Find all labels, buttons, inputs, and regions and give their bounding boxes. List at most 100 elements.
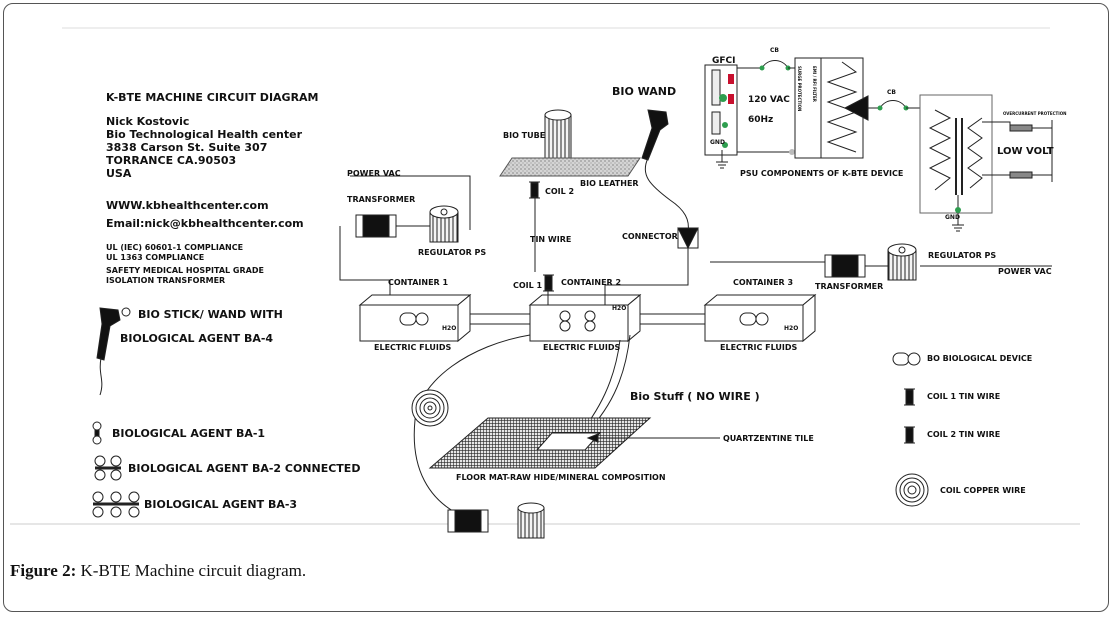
transformer-left-symbol (355, 214, 397, 238)
ba3-icon (92, 491, 140, 518)
label-h2o-3: H2O (784, 325, 799, 332)
coil2-tin-icon (904, 426, 915, 444)
website-text: WWW.kbhealthcenter.com (106, 199, 269, 212)
coil1-tin-icon (904, 388, 915, 406)
figure-caption: Figure 2: K-BTE Machine circuit diagram. (10, 561, 306, 581)
address-line-2: TORRANCE CA.90503 (106, 154, 237, 167)
regulator-right-symbol (887, 243, 917, 281)
label-cb-1: CB (770, 47, 779, 54)
legend-bio-stick-line2: BIOLOGICAL AGENT BA-4 (120, 332, 274, 345)
label-120vac: 120 VAC (748, 95, 790, 105)
cb-1-symbol (761, 60, 789, 69)
legend-bo-device: BO BIOLOGICAL DEVICE (927, 354, 1033, 363)
organization-name: Bio Technological Health center (106, 128, 303, 141)
label-tin-wire: TIN WIRE (530, 235, 572, 244)
label-electric-fluids-2: ELECTRIC FLUIDS (543, 343, 621, 352)
coil-copper-icon (895, 473, 929, 507)
regulator-left-symbol (429, 205, 459, 243)
bio-stick-wand-icon (96, 307, 121, 361)
bo-device-icon (892, 352, 921, 366)
container-1 (358, 293, 472, 343)
bio-leather-patch (499, 157, 641, 177)
figure-frame (3, 3, 1109, 612)
label-power-vac-left: POWER VAC (347, 169, 401, 178)
label-gnd-gfci: GND (710, 139, 725, 146)
label-emi-filter: EMI / RFI FILTER (812, 66, 817, 102)
transformer-right-symbol (824, 254, 866, 278)
bio-wand-symbol (641, 109, 669, 161)
label-electric-fluids-3: ELECTRIC FLUIDS (720, 343, 798, 352)
label-electric-fluids-1: ELECTRIC FLUIDS (374, 343, 452, 352)
label-floor-mat: FLOOR MAT-RAW HIDE/MINERAL COMPOSITION (456, 473, 666, 482)
container-2 (528, 293, 642, 343)
label-bio-leather: BIO LEATHER (580, 179, 639, 188)
label-bio-wand: BIO WAND (612, 85, 677, 98)
label-gnd-transformer: GND (945, 214, 960, 221)
wire-power-vac-left (350, 175, 471, 230)
ba1-icon (92, 421, 102, 445)
compliance-1: UL (IEC) 60601-1 COMPLIANCE (106, 243, 244, 252)
diagram-title: K-BTE MACHINE CIRCUIT DIAGRAM (106, 91, 319, 104)
legend-ba2: BIOLOGICAL AGENT BA-2 CONNECTED (128, 462, 361, 475)
transformer-bottom (447, 509, 489, 533)
label-regulator-right: REGULATOR PS (928, 251, 997, 260)
transformer-ground (952, 213, 964, 232)
address-country: USA (106, 167, 132, 180)
quartzentine-tile (535, 432, 602, 451)
legend-bio-stick-line1: BIO STICK/ WAND WITH (138, 308, 283, 321)
psu-surge-box (794, 57, 822, 159)
label-connector: CONNECTOR (622, 232, 678, 241)
gfci-ground (716, 150, 728, 169)
wire-connector (604, 248, 689, 305)
transformer-note-2: ISOLATION TRANSFORMER (106, 276, 226, 285)
label-low-volt: LOW VOLT (997, 146, 1054, 157)
wire-transformer-left (339, 226, 391, 298)
email-text: Email:nick@kbhealthcenter.com (106, 217, 304, 230)
label-surge-protection: SURGE PROTECTION (797, 66, 802, 112)
pipe-1-2 (469, 313, 531, 325)
transformer-primary (928, 109, 952, 191)
label-quartzentine-tile: QUARTZENTINE TILE (723, 434, 814, 443)
transformer-note-1: SAFETY MEDICAL HOSPITAL GRADE (106, 266, 264, 275)
label-cb-2: CB (887, 89, 896, 96)
legend-ba1: BIOLOGICAL AGENT BA-1 (112, 427, 266, 440)
overcurrent-fuse-1 (1009, 124, 1033, 132)
label-bio-tube: BIO TUBE (503, 131, 546, 140)
label-regulator-left: REGULATOR PS (418, 248, 487, 257)
pipe-2-3 (639, 313, 706, 325)
legend-coil2-tin: COIL 2 TIN WIRE (927, 430, 1001, 439)
label-psu-components: PSU COMPONENTS OF K-BTE DEVICE (740, 169, 904, 178)
floor-mat (428, 417, 652, 469)
label-h2o-2: H2O (612, 305, 627, 312)
label-overcurrent: OVERCURRENT PROTECTION (1003, 111, 1067, 116)
author-name: Nick Kostovic (106, 115, 190, 128)
label-h2o-1: H2O (442, 325, 457, 332)
transformer-secondary (967, 117, 983, 189)
label-power-vac-right: POWER VAC (998, 267, 1052, 276)
label-container-1: CONTAINER 1 (388, 278, 449, 287)
wire-bio-wand (644, 157, 689, 233)
label-transformer-left: TRANSFORMER (347, 195, 416, 204)
connector-symbol (677, 227, 699, 250)
psu-zigzag (826, 61, 858, 153)
cb-2-symbol (879, 100, 907, 109)
caption-label: Figure 2: (10, 561, 77, 580)
coil-copper-left (411, 389, 449, 427)
label-coil-1: COIL 1 (513, 281, 543, 290)
label-coil-2: COIL 2 (545, 187, 575, 196)
label-transformer-right: TRANSFORMER (815, 282, 884, 291)
legend-coil-copper: COIL COPPER WIRE (940, 486, 1026, 495)
label-60hz: 60Hz (748, 115, 774, 125)
caption-text: K-BTE Machine circuit diagram. (76, 561, 307, 580)
coil-2-symbol (529, 181, 540, 199)
label-container-3: CONTAINER 3 (733, 278, 794, 287)
label-container-2: CONTAINER 2 (561, 278, 622, 287)
coil-1-symbol (543, 274, 554, 292)
legend-ba3: BIOLOGICAL AGENT BA-3 (144, 498, 298, 511)
bio-tube-symbol (544, 109, 572, 166)
address-line-1: 3838 Carson St. Suite 307 (106, 141, 268, 154)
legend-coil1-tin: COIL 1 TIN WIRE (927, 392, 1001, 401)
compliance-2: UL 1363 COMPLIANCE (106, 253, 205, 262)
label-bio-stuff: Bio Stuff ( NO WIRE ) (630, 390, 760, 403)
